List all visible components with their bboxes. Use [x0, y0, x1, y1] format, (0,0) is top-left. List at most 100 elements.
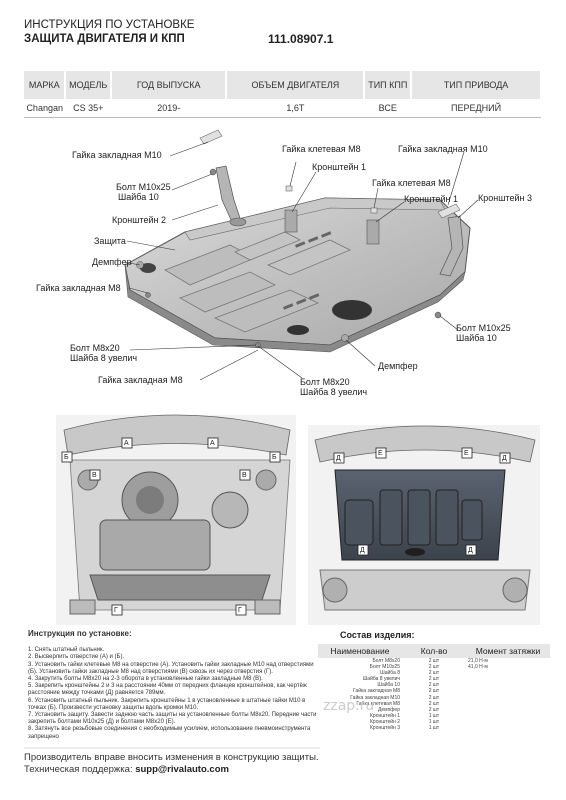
footer-support: Техническая поддержка: supp@rivalauto.co… [24, 764, 319, 776]
part-qty: 2 шт [428, 700, 440, 707]
spec-header-cell: МАРКА [24, 71, 67, 99]
point-letter: Г [114, 607, 118, 614]
spec-cell: Changan [24, 99, 66, 118]
part-qty: 2 шт [428, 706, 440, 713]
label-nut-m8-bottom: Гайка закладная М8 [98, 375, 183, 385]
spec-cell: ПЕРЕДНИЙ [411, 99, 541, 118]
part-qty: 2 шт [428, 664, 440, 671]
point-letter: Д [468, 547, 473, 554]
spec-header-row: МАРКА МОДЕЛЬ ГОД ВЫПУСКА ОБЪЕМ ДВИГАТЕЛЯ… [24, 71, 542, 99]
part-name: Шайба 10 [377, 682, 400, 689]
label-nut-m10: Гайка закладная М10 [72, 150, 162, 160]
part-qty: 2 шт [428, 670, 440, 677]
part-qty: 2 шт [428, 694, 440, 701]
parts-title: Состав изделия: [340, 630, 415, 640]
instruction-step: 6. Установить штатный пыльник. Закрепить… [28, 697, 306, 711]
label-bracket-2: Кронштейн 2 [112, 215, 166, 225]
support-email-link[interactable]: supp@rivalauto.com [135, 764, 229, 775]
parts-header-cell: Наименование [318, 644, 402, 658]
spec-value-row: Changan CS 35+ 2019- 1,6Т ВСЕ ПЕРЕДНИЙ [24, 99, 541, 118]
instruction-step: 5. Закрепить кронштейны 2 и 3 на расстоя… [28, 683, 307, 697]
parts-row: Кронштейн 1 1 шт [318, 713, 550, 719]
label-cage-nut-m8: Гайка клетевая М8 [282, 144, 361, 154]
watermark: zzap.ru [323, 698, 375, 714]
label-washer-10: Шайба 10 [118, 192, 159, 202]
label-damper-right: Демпфер [378, 361, 418, 371]
bracket-1-parts [284, 209, 380, 245]
point-letter: Г [238, 607, 242, 614]
spec-header-cell: ГОД ВЫПУСКА [111, 71, 228, 99]
instruction-step: 2. Высверлить отверстие (А) и (Б). [28, 654, 125, 661]
parts-row: Кронштейн 2 1 шт [318, 719, 550, 725]
instruction-step: 4. Закрутить болты М8х20 на 2-3 оборота … [28, 676, 263, 683]
part-name: Шайба 8 [380, 670, 400, 677]
parts-header-cell: Момент затяжки [466, 644, 550, 658]
article-number: 111.08907.1 [268, 32, 334, 46]
label-bracket-1-b: Кронштейн 1 [404, 194, 458, 204]
guard-exploded-view [124, 197, 471, 353]
part-qty: 1 шт [428, 712, 440, 719]
parts-row: Гайка клетевая М8 2 шт [318, 701, 550, 707]
part-name: Гайка клетевая М8 [356, 700, 400, 707]
part-torque: 21,0 Н·м [468, 658, 488, 664]
part-qty: 1 шт [428, 718, 440, 725]
point-letter: В [242, 472, 247, 479]
spec-header-cell: МОДЕЛЬ [65, 71, 113, 99]
installation-instructions: Инструкция по установке: 1. Снять штатны… [24, 629, 320, 741]
point-markers [61, 437, 511, 616]
document-header: ИНСТРУКЦИЯ ПО УСТАНОВКЕ ЗАЩИТА ДВИГАТЕЛЯ… [24, 18, 194, 46]
label-guard: Защита [94, 236, 126, 246]
instruction-step: 7. Установить защиту. Завести заднюю час… [28, 712, 317, 726]
leader-lines [123, 141, 479, 381]
parts-header-row: Наименование Кол-во Момент затяжки [318, 644, 550, 658]
part-name: Кронштейн 2 [370, 718, 400, 725]
spec-cell: ВСЕ [364, 99, 412, 118]
label-bracket-1: Кронштейн 1 [312, 162, 366, 172]
parts-table: Наименование Кол-во Момент затяжки Болт … [318, 644, 550, 731]
nut-plates [199, 129, 461, 219]
footer-disclaimer: Производитель вправе вносить изменения в… [24, 752, 319, 763]
label-nut-m10-right: Гайка закладная М10 [398, 144, 488, 154]
part-name: Болт М8х20 [372, 658, 400, 664]
part-qty: 2 шт [428, 682, 440, 689]
vehicle-spec-table: МАРКА МОДЕЛЬ ГОД ВЫПУСКА ОБЪЕМ ДВИГАТЕЛЯ… [24, 71, 542, 118]
footer: Производитель вправе вносить изменения в… [24, 752, 319, 776]
label-cage-nut-m8-2: Гайка клетевая М8 [372, 178, 451, 188]
spec-cell: 2019- [111, 99, 227, 118]
engine-bay-view [56, 414, 296, 625]
spec-cell: 1,6Т [226, 99, 365, 118]
part-torque [466, 725, 550, 731]
instruction-step: 1. Снять штатный пыльник. [28, 647, 105, 654]
point-letter: Д [502, 455, 507, 462]
label-washer-8-large: Шайба 8 увелич [70, 353, 138, 363]
point-letter: Б [64, 454, 69, 461]
instruction-step: 3. Установить гайки клетевые М8 на отвер… [28, 661, 314, 675]
spec-header-cell: ТИП КПП [364, 71, 413, 99]
bolts [136, 168, 442, 348]
parts-row: Шайба 8 2 шт [318, 670, 550, 676]
part-qty: 1 шт [428, 725, 440, 732]
part-name: Кронштейн 1 [370, 712, 400, 719]
point-letter: Е [378, 450, 383, 457]
spec-cell: CS 35+ [65, 99, 112, 118]
label-bolt-m8x20: Болт М8х20 [70, 343, 120, 353]
instruction-step: 8. Затянуть все резьбовые соединения с н… [28, 726, 311, 740]
part-name: Болт М10х25 [369, 664, 400, 671]
label-bolt-m10x25: Болт М10х25 [116, 182, 171, 192]
support-label: Техническая поддержка: [24, 764, 136, 775]
parts-row: Шайба 10 2 шт [318, 682, 550, 688]
part-name: Шайба 8 увелич [362, 676, 400, 683]
bracket-2-part [215, 165, 247, 227]
point-letter: Д [360, 547, 365, 554]
title-line-1: ИНСТРУКЦИЯ ПО УСТАНОВКЕ [24, 19, 195, 31]
point-letter: Е [464, 450, 469, 457]
label-nut-m8: Гайка закладная М8 [36, 283, 121, 293]
